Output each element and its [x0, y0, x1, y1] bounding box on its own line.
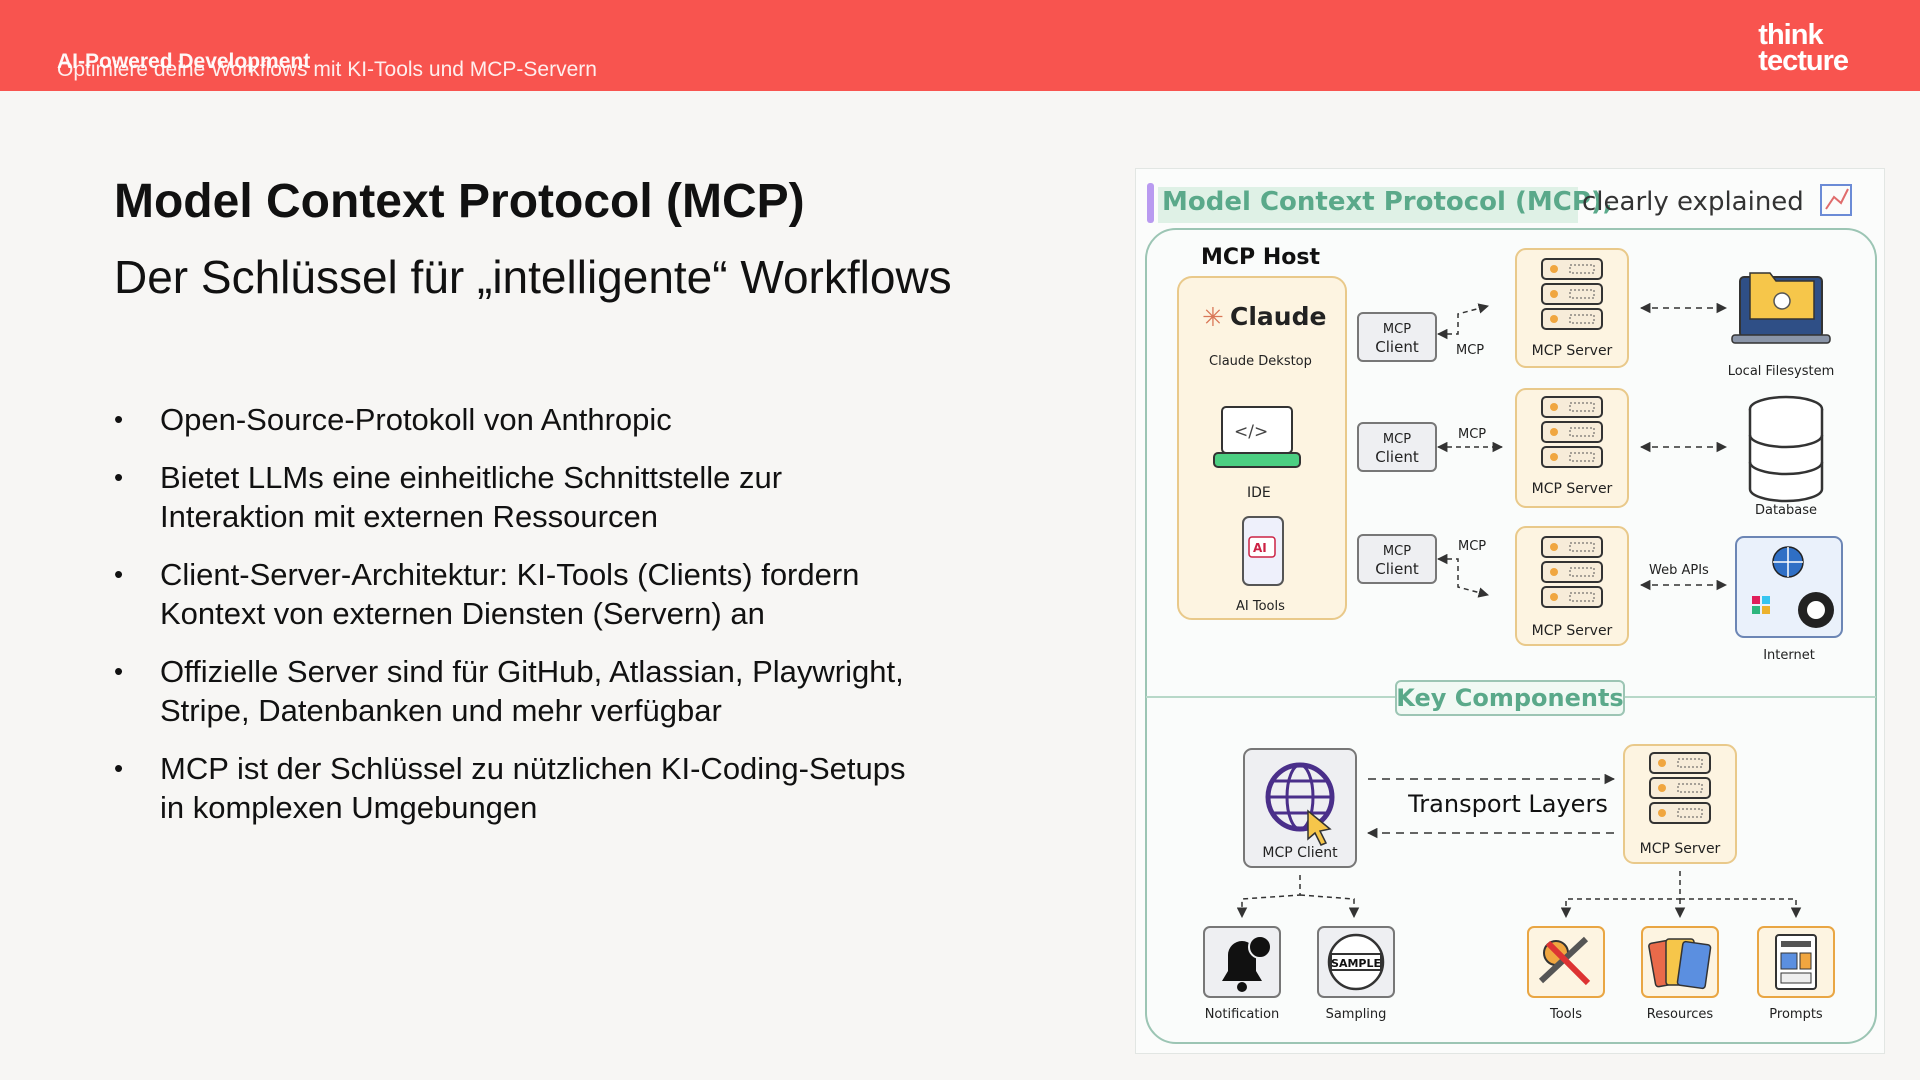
bullet-text: Client-Server-Architektur: KI-Tools (Cli… [160, 557, 860, 631]
mcp-server-box-3: MCP Server [1515, 526, 1629, 646]
mcp-client-box-2: MCP Client [1357, 422, 1437, 472]
mcp-client-box-3: MCP Client [1357, 534, 1437, 584]
svg-text:Client: Client [1375, 448, 1419, 466]
header-bar: AI-Powered Development Optimiere deine W… [0, 0, 1920, 91]
sampling-label: Sampling [1326, 1007, 1387, 1022]
host-label: MCP Host [1201, 245, 1320, 270]
phone-ai-icon: AI [1242, 516, 1284, 586]
bullet-dot-icon: • [114, 559, 124, 589]
prompts-label: Prompts [1769, 1007, 1823, 1022]
laptop-folder-icon [1731, 272, 1831, 344]
notification-bell-icon [1203, 926, 1281, 998]
mcp-diagram-svg: Model Context Protocol (MCP), clearly ex… [1145, 183, 1877, 1044]
svg-text:</>: </> [1234, 422, 1268, 442]
svg-text:MCP: MCP [1383, 544, 1411, 559]
bullet-dot-icon: • [114, 656, 124, 686]
notification-arrow [1236, 875, 1301, 919]
mcp-edge-label-3: MCP [1458, 539, 1486, 554]
mcp-arrow-1 [1436, 303, 1490, 340]
bullet-dot-icon: • [114, 753, 124, 783]
bullet-item: • MCP ist der Schlüssel zu nützlichen KI-… [114, 749, 934, 827]
transport-layers-label: Transport Layers [1407, 790, 1608, 818]
ai-tools-label: AI Tools [1236, 599, 1285, 614]
resources-label: Resources [1647, 1007, 1714, 1022]
diagram-title-rest: clearly explained [1582, 187, 1804, 217]
svg-text:Client: Client [1375, 338, 1419, 356]
company-logo: think tecture [1758, 19, 1849, 77]
resources-folders-icon [1641, 926, 1719, 998]
svg-text:SAMPLE: SAMPLE [1331, 957, 1381, 970]
bullet-text: Offizielle Server sind für GitHub, Atlas… [160, 654, 904, 728]
svg-text:MCP: MCP [1383, 322, 1411, 337]
title-accent-bar [1147, 183, 1154, 223]
bullet-text: MCP ist der Schlüssel zu nützlichen KI-C… [160, 751, 906, 825]
diagram-title-highlight: Model Context Protocol (MCP), [1162, 187, 1613, 217]
bullet-item: • Open-Source-Protokoll von Anthropic [114, 400, 934, 439]
mcp-diagram: Model Context Protocol (MCP), clearly ex… [1135, 168, 1885, 1054]
mcp-server-box-1: MCP Server [1515, 248, 1629, 368]
claude-desktop-label: Claude Dekstop [1209, 354, 1312, 369]
notification-label: Notification [1205, 1007, 1280, 1022]
header-title: AI-Powered Development [57, 50, 311, 73]
local-filesystem-label: Local Filesystem [1728, 364, 1835, 379]
bullet-dot-icon: • [114, 462, 124, 492]
logo-line-1: think [1758, 19, 1823, 51]
header-subtitle: Optimiere deine Workflows mit KI-Tools u… [57, 58, 597, 81]
svg-text:MCP Server: MCP Server [1532, 623, 1613, 639]
mcp-client-box-1: MCP Client [1357, 312, 1437, 362]
slide-subtitle: Der Schlüssel für „intelligente“ Workflo… [114, 251, 952, 303]
database-icon [1748, 395, 1824, 503]
tools-label: Tools [1549, 1007, 1582, 1022]
big-mcp-server-box: MCP Server [1623, 744, 1737, 864]
svg-text:✳: ✳ [1202, 303, 1224, 333]
sampling-arrow [1299, 894, 1360, 919]
bullet-item: • Client-Server-Architektur: KI-Tools (Cl… [114, 555, 934, 633]
bullet-item: • Bietet LLMs eine einheitliche Schnittst… [114, 458, 934, 536]
svg-text:Client: Client [1375, 560, 1419, 578]
internet-label: Internet [1763, 648, 1815, 663]
bullet-text: Bietet LLMs eine einheitliche Schnittste… [160, 460, 783, 534]
svg-text:MCP Server: MCP Server [1532, 343, 1613, 359]
title-highlight [1158, 187, 1578, 223]
internet-icon-box [1735, 536, 1843, 638]
mcp-edge-label-1: MCP [1456, 343, 1484, 358]
claude-logo-icon: ✳ [1202, 303, 1224, 333]
ide-laptop-icon: </> [1213, 406, 1301, 468]
mcp-arrow-3 [1436, 553, 1490, 598]
web-apis-label: Web APIs [1649, 563, 1709, 578]
sampling-stamp-icon: SAMPLE [1317, 926, 1395, 998]
tools-arrow [1560, 871, 1681, 919]
bullet-text: Open-Source-Protokoll von Anthropic [160, 402, 672, 437]
tools-wrench-icon [1527, 926, 1605, 998]
key-components-badge [1395, 680, 1625, 716]
mcp-server-box-2: MCP Server [1515, 388, 1629, 508]
chart-sparkle-icon [1820, 184, 1852, 216]
mcp-edge-label-2: MCP [1458, 427, 1486, 442]
ide-label: IDE [1247, 485, 1271, 501]
slide-title: Model Context Protocol (MCP) [114, 175, 805, 228]
svg-text:AI: AI [1253, 541, 1267, 555]
bullet-list: • Open-Source-Protokoll von Anthropic • Bi… [114, 400, 934, 846]
prompts-arrow [1680, 898, 1802, 919]
prompts-document-icon [1757, 926, 1835, 998]
svg-text:MCP: MCP [1383, 432, 1411, 447]
bullet-item: • Offizielle Server sind für GitHub, Atla… [114, 652, 934, 730]
database-label: Database [1755, 503, 1817, 518]
svg-text:MCP Client: MCP Client [1262, 845, 1338, 861]
bullet-dot-icon: • [114, 404, 124, 434]
svg-text:MCP Server: MCP Server [1640, 841, 1721, 857]
claude-brand: Claude [1230, 302, 1326, 331]
big-mcp-client-box: MCP Client [1243, 748, 1357, 868]
svg-text:MCP Server: MCP Server [1532, 481, 1613, 497]
logo-line-2: tecture [1758, 45, 1849, 77]
key-components-label: Key Components [1396, 684, 1623, 712]
